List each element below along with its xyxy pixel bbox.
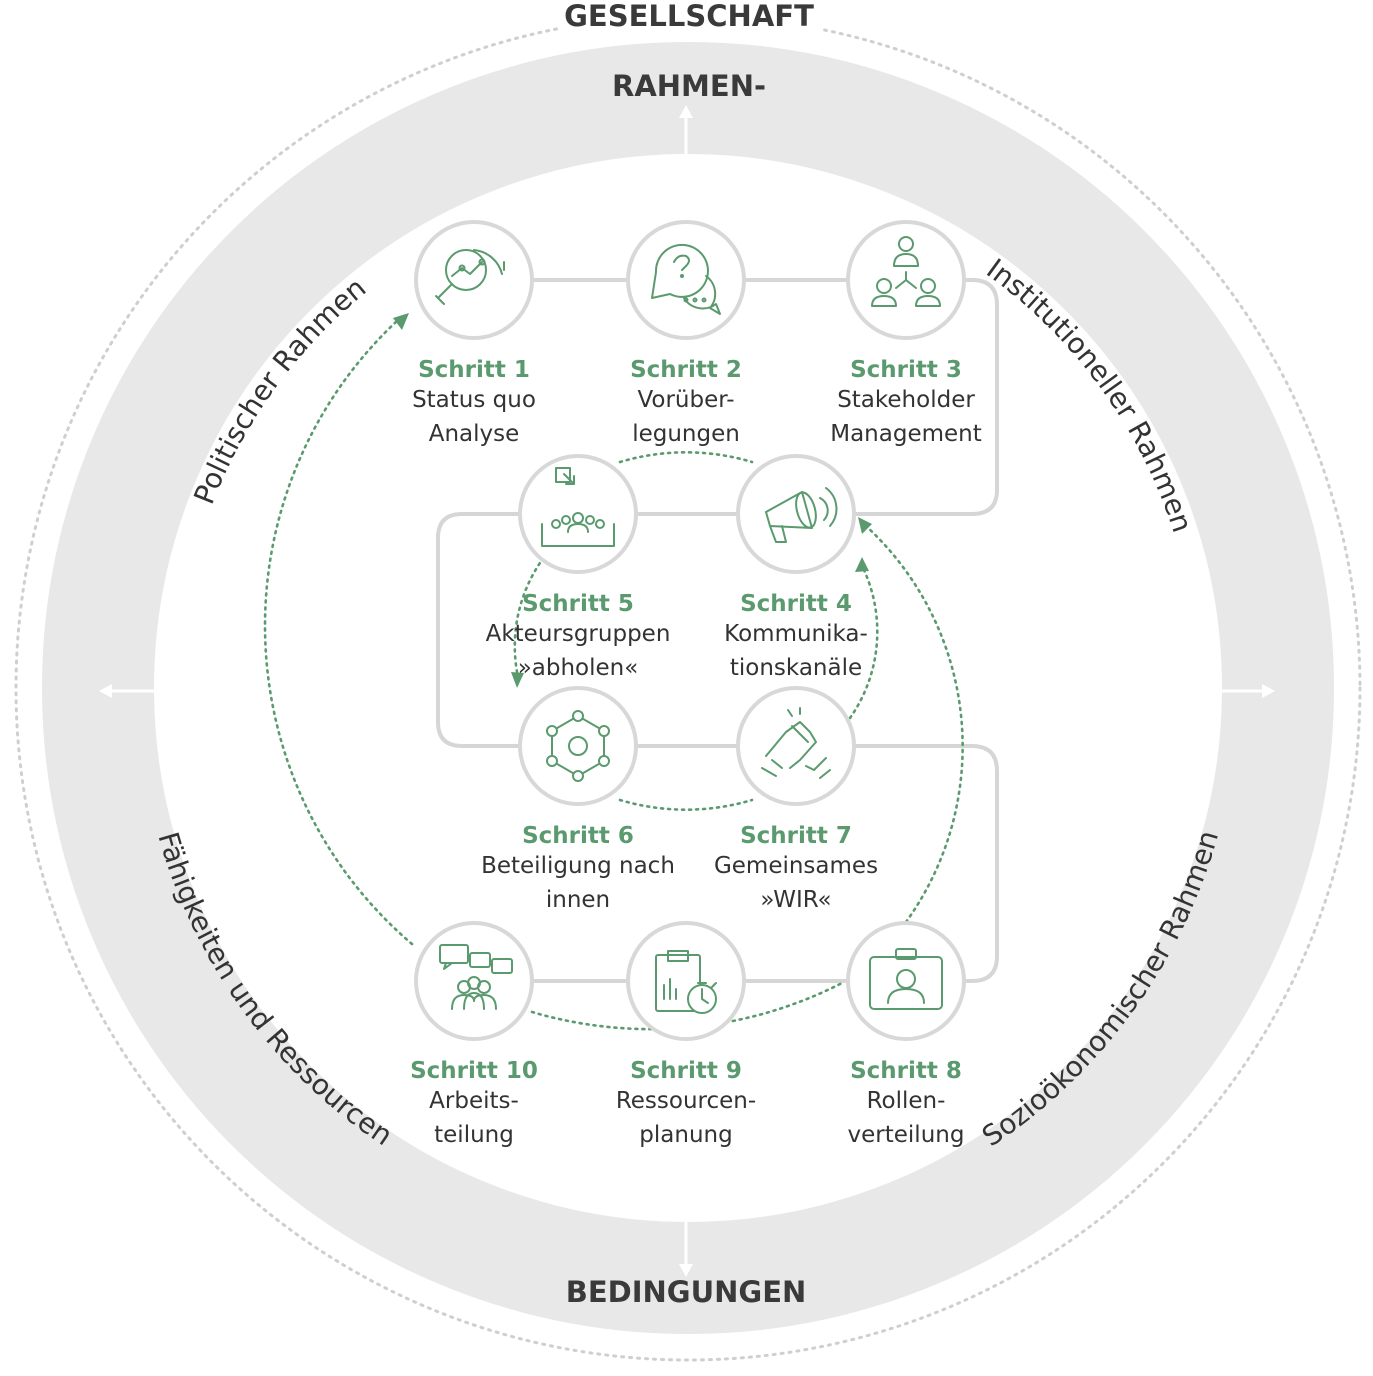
step-title-line1: Rollen-: [867, 1088, 946, 1114]
circulation-paths: [263, 313, 964, 1031]
step-title-line1: Gemeinsames: [714, 853, 878, 879]
step-label: Schritt 1: [418, 357, 530, 383]
step-label: Schritt 2: [630, 357, 742, 383]
step-title-line2: legungen: [632, 421, 740, 447]
step-node-9: Schritt 9 Ressourcen-planung: [616, 921, 756, 1148]
step-circle: [736, 454, 856, 574]
step-title-line2: innen: [546, 887, 610, 913]
step-label: Schritt 6: [522, 823, 634, 849]
step-title-line2: Analyse: [429, 421, 520, 447]
step-label: Schritt 8: [850, 1058, 962, 1084]
society-label: GESELLSCHAFT: [564, 0, 814, 33]
step-node-4: Schritt 4 Kommunika-tionskanäle: [724, 454, 868, 681]
step-title-line1: Beteiligung nach: [481, 853, 675, 879]
step-node-6: Schritt 6 Beteiligung nach innen: [481, 686, 675, 913]
society-boundary: [14, 14, 1362, 1362]
step-title-line2: verteilung: [848, 1122, 965, 1148]
step-node-2: Schritt 2 Vorüber-legungen: [626, 220, 746, 447]
step-title-line2: Management: [830, 421, 982, 447]
org-chart-icon: [871, 236, 941, 307]
step-label: Schritt 10: [410, 1058, 538, 1084]
speech-bubbles-icon: [651, 243, 721, 315]
ring-top-label: RAHMEN-: [612, 69, 766, 103]
step-title-line1: Akteursgruppen: [486, 621, 671, 647]
step-title-line2: tionskanäle: [730, 655, 862, 681]
step-node-7: Schritt 7 Gemeinsames »WIR«: [714, 686, 878, 913]
step-circle: [518, 686, 638, 806]
step-label: Schritt 4: [740, 591, 852, 617]
step-title-line1: Kommunika-: [724, 621, 868, 647]
step-circle: [846, 921, 966, 1041]
step-label: Schritt 3: [850, 357, 962, 383]
step-label: Schritt 5: [522, 591, 634, 617]
step-title-line1: Arbeits-: [429, 1088, 519, 1114]
step-node-5: Schritt 5 Akteursgruppen »abholen«: [486, 454, 671, 681]
step-title-line1: Stakeholder: [837, 387, 975, 413]
step-title-line2: »abholen«: [518, 655, 639, 681]
ring-arrows: [99, 105, 1275, 1277]
group-arrow-icon: [541, 467, 615, 547]
team-chat-icon: [439, 944, 513, 1010]
handshake-icon: [761, 707, 831, 779]
step-title-line2: teilung: [434, 1122, 514, 1148]
clipboard-stopwatch-icon: [655, 950, 717, 1014]
step-node-8: Schritt 8 Rollen-verteilung: [846, 921, 966, 1148]
step-circle: [414, 921, 534, 1041]
step-title-line2: »WIR«: [760, 887, 831, 913]
ring-bottom-label: BEDINGUNGEN: [566, 1275, 807, 1309]
network-hub-icon: [546, 710, 610, 782]
magnifier-chart-icon: [435, 249, 505, 305]
framework-ring: [42, 42, 1334, 1334]
step-circle: [414, 220, 534, 340]
step-title-line2: planung: [639, 1122, 732, 1148]
step-circle: [736, 686, 856, 806]
step-title-line1: Ressourcen-: [616, 1088, 756, 1114]
step-circle: [626, 921, 746, 1041]
step-circle: [626, 220, 746, 340]
process-connector: [436, 278, 999, 983]
step-title-line1: Status quo: [412, 387, 536, 413]
step-title-line1: Vorüber-: [637, 387, 734, 413]
step-label: Schritt 7: [740, 823, 852, 849]
step-node-10: Schritt 10 Arbeits-teilung: [410, 921, 538, 1148]
id-badge-icon: [869, 948, 943, 1010]
megaphone-icon: [765, 487, 838, 543]
step-label: Schritt 9: [630, 1058, 742, 1084]
